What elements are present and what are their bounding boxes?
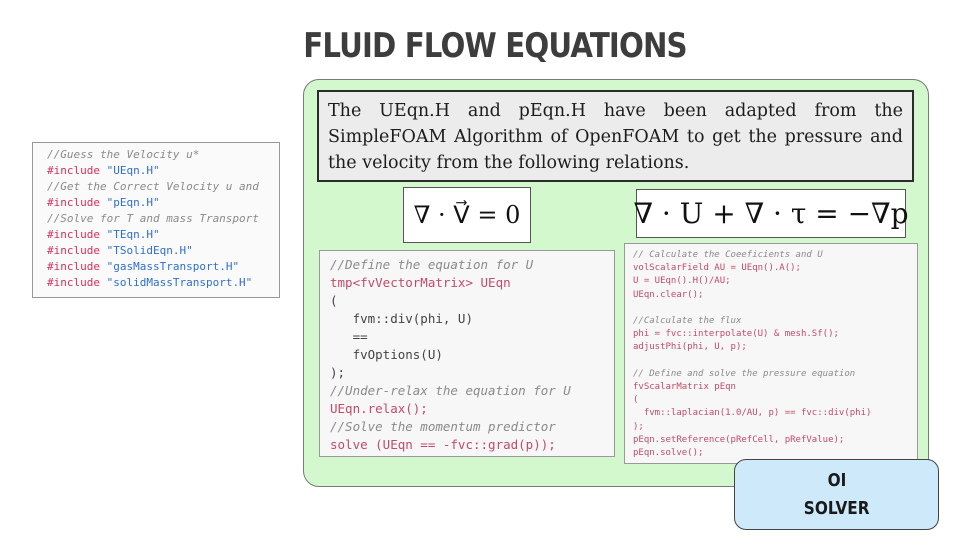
code-line: //Calculate the flux [633,316,742,327]
code-line: ( [330,293,338,308]
momentum-equation: ∇ · U + ∇ · τ = −∇p [633,189,909,238]
code-line: UEqn.relax(); [330,401,428,416]
code-line: fvOptions(U) [330,347,443,362]
code-line: #include "solidMassTransport.H" [47,275,279,291]
solver-label-line1: OI [827,469,846,491]
include-file: "TEqn.H" [106,228,160,241]
code-line: tmp<fvVectorMatrix> UEqn [330,275,511,290]
code-line: #include "gasMassTransport.H" [47,259,279,275]
code-line: #include "pEqn.H" [47,195,279,211]
code-line: //Solve the momentum predictor [330,419,556,434]
code-line: volScalarField AU = UEqn().A(); [633,263,801,274]
code-line: pEqn.solve(); [633,448,704,459]
include-directive: #include [47,196,107,209]
code-line: U = UEqn().H()/AU; [633,276,731,287]
code-line: pEqn.setReference(pRefCell, pRefValue); [633,434,845,445]
include-directive: #include [47,276,107,289]
continuity-equation: ∇ · V⃗ = 0 [403,187,531,243]
code-line: //Guess the Velocity u* [47,148,200,161]
code-line: phi = fvc::interpolate(U) & mesh.Sf(); [633,329,839,340]
include-file: "pEqn.H" [106,196,160,209]
include-directive: #include [47,228,107,241]
code-line: ); [633,421,644,432]
include-directive: #include [47,260,107,273]
include-file: "TSolidEqn.H" [106,244,193,257]
include-file: "gasMassTransport.H" [106,260,240,273]
code-line: fvm::div(phi, U) [330,311,473,326]
code-line [633,302,917,315]
code-line: #include "UEqn.H" [47,163,279,179]
solver-label-box: OI SOLVER [734,459,939,530]
code-line [633,355,917,368]
solver-label-line2: SOLVER [803,497,870,519]
code-line: fvScalarMatrix pEqn [633,382,736,393]
code-line: ); [330,365,346,380]
include-file: "solidMassTransport.H" [106,276,253,289]
include-directive: #include [47,164,107,177]
code-line: solve (UEqn == -fvc::grad(p)); [330,437,556,452]
code-line: //Under-relax the equation for U [330,383,571,398]
description-box: The UEqn.H and pEqn.H have been adapted … [317,90,914,182]
code-line: // Calculate the Coeeficients and U [633,250,823,260]
include-file: "UEqn.H" [106,164,160,177]
code-line: //Solve for T and mass Transport [47,212,259,225]
peqn-code: // Calculate the Coeeficients and U volSc… [624,243,918,464]
include-directive: #include [47,244,107,257]
code-line: #include "TSolidEqn.H" [47,243,279,259]
code-line: == [330,329,368,344]
ueqn-code: //Define the equation for U tmp<fvVectorM… [319,250,615,457]
code-line: //Get the Correct Velocity u and [47,180,259,193]
solver-loop-code: //Guess the Velocity u* #include "UEqn.H"… [32,142,280,298]
code-line: fvm::laplacian(1.0/AU, p) == fvc::div(ph… [633,408,872,419]
code-line: ( [633,395,639,406]
code-line: adjustPhi(phi, U, p); [633,342,747,353]
code-line: UEqn.clear(); [633,289,704,300]
code-line: // Define and solve the pressure equatio… [633,368,856,379]
code-line: //Define the equation for U [330,257,534,272]
slide-title: FLUID FLOW EQUATIONS [303,26,687,66]
code-line: #include "TEqn.H" [47,227,279,243]
